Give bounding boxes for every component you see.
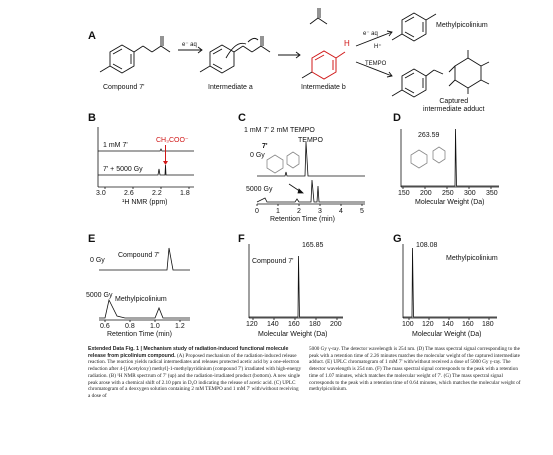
compound-7-label: Compound 7' xyxy=(103,84,145,91)
ms-g-tick-2: 120 xyxy=(422,321,434,328)
nmr-tick-4: 1.8 xyxy=(180,190,190,197)
figure-caption-left-text: (A) Proposed mechanism of the radiation-… xyxy=(88,352,302,399)
nmr-xlabel: ¹H NMR (ppm) xyxy=(122,199,168,206)
panel-f-ms xyxy=(248,244,343,320)
ms-f-tick-1: 120 xyxy=(246,321,258,328)
ms-f-xlabel: Molecular Weight (Da) xyxy=(258,331,328,338)
uplc-e-tick-1: 0.6 xyxy=(100,323,110,330)
panel-e-uplc xyxy=(99,247,190,322)
panel-b-nmr xyxy=(97,127,194,189)
uplc-c-tick-0: 0 xyxy=(255,208,259,215)
uplc-c-trace-top xyxy=(257,141,365,177)
panel-d-ms xyxy=(400,128,499,189)
uplc-c-tick-5: 5 xyxy=(360,208,364,215)
uplc-c-5000gy-label: 5000 Gy xyxy=(246,186,273,193)
adduct-ring-d xyxy=(410,149,428,169)
panel-g-label: G xyxy=(393,233,402,245)
uplc-e-compound-label: Compound 7' xyxy=(118,252,160,259)
arrow-3 xyxy=(355,31,393,47)
uplc-c-trace-bottom xyxy=(256,179,365,203)
arrow-4 xyxy=(355,61,393,77)
ms-d-trace xyxy=(401,128,499,187)
panel-f-label: F xyxy=(238,233,245,245)
uplc-e-tick-4: 1.2 xyxy=(175,323,185,330)
e-aq-label-2: e⁻ aq xyxy=(363,31,378,37)
uplc-c-tick-4: 4 xyxy=(339,208,343,215)
ms-f-trace xyxy=(249,255,343,318)
uplc-c-tick-1: 1 xyxy=(276,208,280,215)
intermediate-a-label: Intermediate a xyxy=(208,84,253,91)
figure-caption-right-text: 5000 Gy γ-ray. The detector wavelength i… xyxy=(309,346,521,393)
panel-g-ms xyxy=(402,244,497,320)
panel-a-label: A xyxy=(88,30,96,42)
ms-f-peak-label: 165.85 xyxy=(302,242,324,249)
uplc-e-methylpicolinium-label: Methylpicolinium xyxy=(115,296,167,303)
uplc-c-tempo-label: TEMPO xyxy=(298,137,323,144)
uplc-e-trace-top xyxy=(99,247,190,271)
ms-g-trace xyxy=(403,247,497,318)
panel-c-uplc xyxy=(256,141,365,206)
ms-g-tick-1: 100 xyxy=(402,321,414,328)
ms-d-tick-4: 300 xyxy=(464,190,476,197)
h-atom-label: H xyxy=(344,39,350,48)
panel-c-label: C xyxy=(238,112,246,124)
ms-f-tick-4: 180 xyxy=(309,321,321,328)
uplc-e-0gy-label: 0 Gy xyxy=(90,257,105,264)
uplc-e-tick-2: 0.8 xyxy=(125,323,135,330)
figure-caption-title: Extended Data Fig. 1 | Mechanism study o… xyxy=(88,346,289,359)
intermediate-b-label: Intermediate b xyxy=(301,84,346,91)
uplc-e-tick-3: 1.0 xyxy=(150,323,160,330)
ms-g-xlabel: Molecular Weight (Da) xyxy=(412,331,482,338)
ms-g-tick-5: 180 xyxy=(482,321,494,328)
uplc-c-xlabel: Retention Time (min) xyxy=(270,216,335,223)
uplc-c-compound-label: 7' xyxy=(262,143,268,150)
uplc-c-tick-3: 3 xyxy=(318,208,322,215)
ms-d-tick-2: 200 xyxy=(420,190,432,197)
ms-g-tick-4: 160 xyxy=(462,321,474,328)
nmr-trace-top xyxy=(98,148,194,152)
nmr-peak-label: CH₃COO⁻ xyxy=(156,137,189,144)
ms-d-tick-5: 350 xyxy=(486,190,498,197)
ms-f-tick-2: 140 xyxy=(267,321,279,328)
uplc-e-5000gy-label: 5000 Gy xyxy=(86,292,113,299)
adduct-ring-c xyxy=(266,154,284,174)
nmr-tick-1: 3.0 xyxy=(96,190,106,197)
captured-adduct-label: Captured intermediate adduct xyxy=(423,98,485,113)
ms-f-compound-label: Compound 7' xyxy=(252,258,294,265)
figure-caption-left: Extended Data Fig. 1 | Mechanism study o… xyxy=(88,346,302,400)
tempo-reagent-label: TEMPO xyxy=(365,61,387,67)
uplc-c-header: 1 mM 7' 2 mM TEMPO xyxy=(244,127,315,134)
ms-d-tick-1: 150 xyxy=(398,190,410,197)
panel-d-label: D xyxy=(393,112,401,124)
panel-a-scheme xyxy=(99,8,490,98)
ms-f-tick-3: 160 xyxy=(288,321,300,328)
ms-d-xlabel: Molecular Weight (Da) xyxy=(415,199,485,206)
ms-g-tick-3: 140 xyxy=(442,321,454,328)
uplc-e-trace-bottom xyxy=(99,298,190,319)
uplc-c-tick-2: 2 xyxy=(297,208,301,215)
uplc-e-xlabel: Retention Time (min) xyxy=(107,331,172,338)
nmr-bottom-trace-label: 7' + 5000 Gy xyxy=(103,166,143,173)
panel-b-label: B xyxy=(88,112,96,124)
ms-d-peak-label: 263.59 xyxy=(418,132,440,139)
uplc-c-0gy-label: 0 Gy xyxy=(250,152,265,159)
e-aq-label-1: e⁻ aq xyxy=(182,42,197,48)
nmr-tick-3: 2.2 xyxy=(152,190,162,197)
methylpicolinium-label: Methylpicolinium xyxy=(436,22,488,29)
ms-g-peak-label: 108.08 xyxy=(416,242,438,249)
nmr-tick-2: 2.6 xyxy=(124,190,134,197)
panel-e-label: E xyxy=(88,233,96,245)
figure-caption-right: 5000 Gy γ-ray. The detector wavelength i… xyxy=(309,346,523,393)
h-plus-label: H⁺ xyxy=(374,44,382,50)
tempo-ring xyxy=(454,57,482,89)
nmr-top-trace-label: 1 mM 7' xyxy=(103,142,128,149)
ms-f-tick-5: 200 xyxy=(330,321,342,328)
ms-d-tick-3: 250 xyxy=(442,190,454,197)
nmr-trace-bottom xyxy=(98,164,194,176)
ms-g-compound-label: Methylpicolinium xyxy=(446,255,498,262)
